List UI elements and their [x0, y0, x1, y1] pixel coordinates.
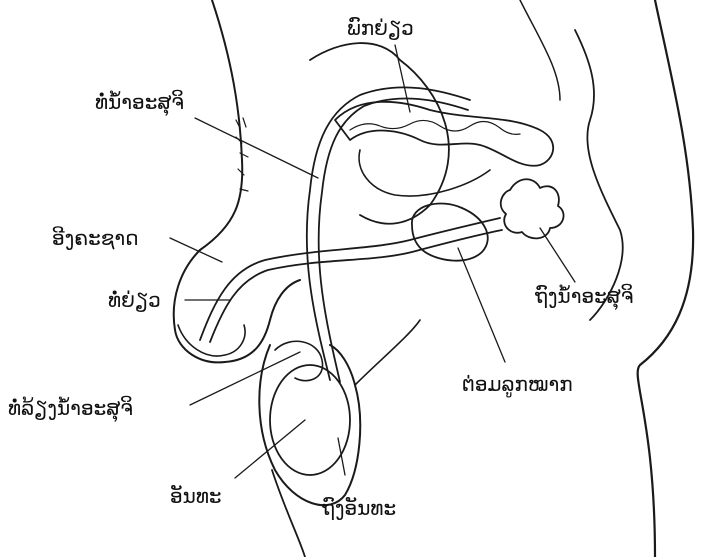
leader-vas-deferens [195, 118, 318, 178]
leader-prostate [458, 248, 505, 362]
pelvic-outline [310, 43, 449, 224]
sacrum-outline [520, 0, 560, 100]
label-vas-deferens: ທໍ່ນ້ຳອະສຸຈິ [95, 92, 184, 112]
leader-penis [170, 238, 222, 262]
seminal-loop [359, 150, 490, 196]
label-epididymis: ທໍ່ລ້ຽງນ້ຳອະສຸຈິ [8, 398, 133, 418]
body-front-outline [200, 0, 242, 250]
scrotum-outline [259, 345, 360, 505]
testis-shape [270, 365, 350, 475]
label-scrotum: ຖົງອັນທະ [322, 498, 396, 518]
label-urethra: ທໍ່ຍ່ຽວ [108, 290, 161, 310]
rectum-outline [575, 30, 623, 320]
urethra-tube-a [200, 218, 500, 340]
thigh-outline [272, 470, 305, 557]
seminal-vesicle-inner [350, 120, 520, 134]
label-seminal-gland: ຖົງນ້ຳອະສຸຈິ [535, 286, 633, 306]
label-seminal-vesicle: ພົກຍ່ຽວ [347, 18, 414, 38]
urethra-tube-b [210, 230, 502, 342]
body-back-outline [638, 0, 693, 557]
leg-front-outline [355, 320, 420, 385]
label-prostate: ຕ່ອມລູກໝາກ [462, 374, 573, 394]
leader-seminal-gland [540, 228, 575, 282]
label-penis: ອີງຄະຊາດ [52, 228, 139, 248]
seminal-gland-shape [501, 179, 564, 238]
vas-deferens-tube-b [319, 98, 468, 382]
label-testis: ອັນທະ [170, 486, 222, 506]
